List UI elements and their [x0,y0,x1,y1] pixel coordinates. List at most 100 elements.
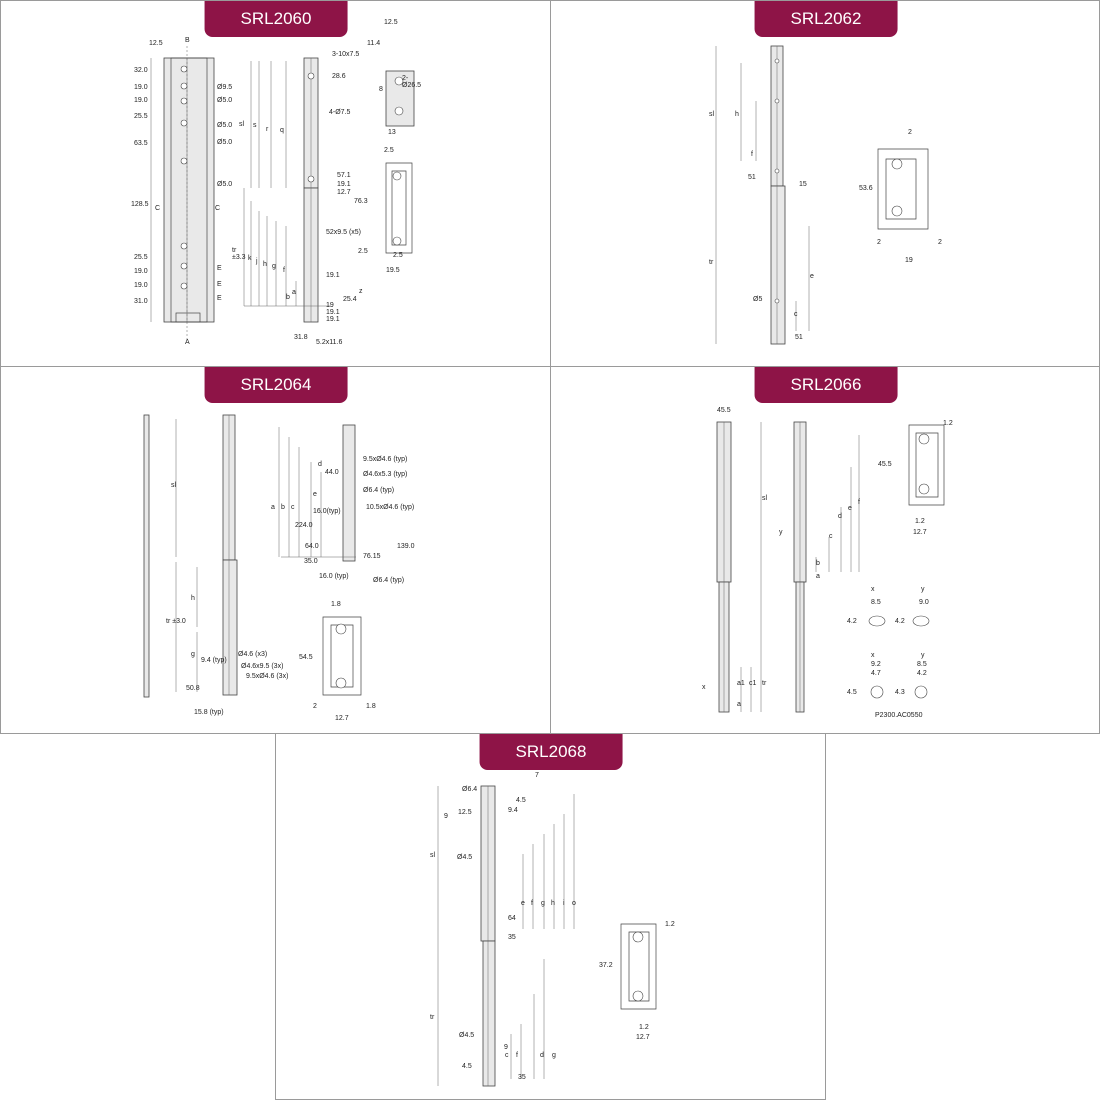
dim-label: 2 [938,239,942,246]
dim-label: 19.1 [337,181,351,188]
dim-label: 19.0 [134,282,148,289]
dim-label: sl [762,495,768,502]
dim-label: 19.0 [134,84,148,91]
dim-label: Ø4.5 [457,854,473,861]
dim-label: a [271,504,275,511]
dim-label: 37.2 [599,962,613,969]
dim-label: 19.1 [326,316,340,323]
dim-label: 19.0 [134,268,148,275]
dim-label: Ø4.6x5.3 (typ) [363,471,408,478]
panel-srl2062: SRL2062 sl h f 51 15 tr e Ø5 c 51 2 53.6… [550,0,1100,367]
dim-label: E [217,281,222,288]
dim-label: Ø5.0 [217,139,233,146]
dim-label: 9.4 [508,807,518,814]
dim-label: d [318,461,322,468]
dim-label: 2 [313,703,317,710]
dim-label: Ø5.0 [217,97,233,104]
dim-label: 31.8 [294,334,308,341]
srl2062-drawing [715,45,929,345]
dim-label: 1.8 [331,601,341,608]
dim-label: 3-10x7.5 [332,51,360,58]
dim-label: h [191,595,195,602]
dim-label: 12.7 [913,529,927,536]
dim-label: x [702,684,706,691]
dim-label: 12.7 [337,189,351,196]
dim-label: c1 [749,680,757,687]
dim-label: 19.0 [134,97,148,104]
dim-label: 1.2 [915,518,925,525]
dim-label: 32.0 [134,67,148,74]
dim-label: 76.15 [363,553,381,560]
dim-label: tr ±3.3 [232,247,246,261]
dim-label: q [280,127,284,134]
dim-label: 31.0 [134,298,148,305]
dim-label: 19 [905,257,913,264]
panel-srl2066: SRL2066 45.5 sl y x a1 c1 tr a b a c d [550,366,1100,734]
dim-label: 54.5 [299,654,313,661]
dim-label: 2-Ø26.5 [402,75,422,89]
dim-label: 28.6 [332,73,346,80]
dim-label: P2300.AC0550 [875,712,923,719]
dim-label: y [921,652,925,659]
dim-label: 12.5 [458,809,472,816]
srl2066-drawing [716,421,945,713]
dim-label: 9.5xØ4.6 (typ) [363,456,408,463]
dim-label: e [810,273,814,280]
dim-label: o [572,900,576,907]
dim-label: y [921,586,925,593]
dim-label: 4.5 [516,797,526,804]
dim-label: g [272,263,276,270]
dim-label: 13 [388,129,396,136]
dim-label: e [521,900,525,907]
dim-label: 15 [799,181,807,188]
srl2064-drawing [143,414,362,698]
dim-label: B [185,37,190,44]
dim-label: c [829,533,833,540]
dim-label: 1.2 [665,921,675,928]
dim-label: 44.0 [325,469,339,476]
dim-label: 25.5 [134,113,148,120]
dim-label: 128.5 [131,201,149,208]
dim-label: 9.4 (typ) [201,657,227,664]
dim-label: 45.5 [717,407,731,414]
dim-label: 19.1 [326,309,340,316]
dim-label: Ø6.4 (typ) [373,577,405,584]
dim-label: b [281,504,285,511]
dim-label: f [858,499,860,506]
dim-label: 76.3 [354,198,368,205]
dim-label: 64.0 [305,543,319,550]
dim-label: Ø5.0 [217,122,233,129]
dim-label: 2.5 [384,147,394,154]
panel-srl2068: SRL2068 Ø6.4 7 4.5 9 12.5 9.4 sl Ø4.5 e … [275,733,826,1100]
dim-label: 52x9.5 (x5) [326,229,362,236]
dim-label: 50.8 [186,685,200,692]
dim-label: 1.2 [639,1024,649,1031]
panel-title: SRL2060 [204,1,348,37]
dim-label: y [779,529,783,536]
dim-label: sl [171,482,177,489]
dim-label: 25.5 [134,254,148,261]
dim-label: 8.5 [917,661,927,668]
dim-label: f [516,1052,518,1059]
dim-label: 2.5 [393,252,403,259]
dim-label: d [540,1052,544,1059]
panel-title: SRL2068 [479,734,623,770]
dim-label: A [185,339,190,346]
dim-label: 12.7 [636,1034,650,1041]
dim-label: Ø6.4 (typ) [363,487,395,494]
panel-title: SRL2062 [754,1,898,37]
dim-label: tr [709,259,714,266]
dim-label: 45.5 [878,461,892,468]
dim-label: 12.5 [384,19,398,26]
dim-label: 51 [795,334,803,341]
panel-title: SRL2064 [204,367,348,403]
dim-label: 16.0 (typ) [319,573,349,580]
dim-label: c [505,1052,509,1059]
dim-label: Ø9.5 [217,84,233,91]
dim-label: b [286,294,290,301]
dim-label: 224.0 [295,522,313,529]
dim-label: c [291,504,295,511]
dim-label: 35 [518,1074,526,1081]
dim-label: 57.1 [337,172,351,179]
dim-label: j [256,258,258,265]
